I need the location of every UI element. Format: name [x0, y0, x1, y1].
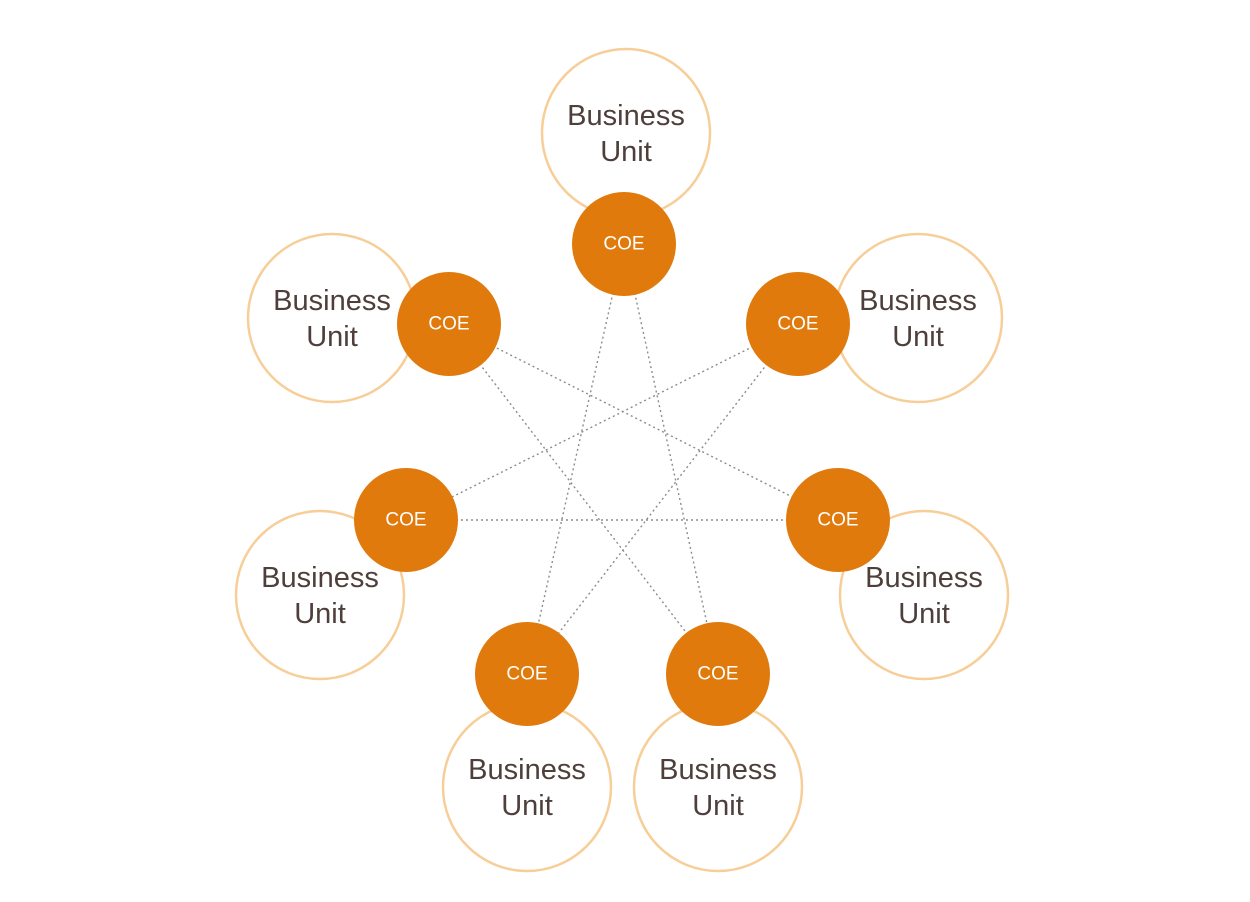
coe-node-top: COE [572, 192, 676, 296]
business-unit-label-line-1: Business [865, 562, 983, 594]
connector-line-upper-left-to-bottom-right [448, 323, 719, 675]
business-unit-label-line-1: Business [567, 100, 685, 132]
connector-lines [405, 243, 839, 675]
coe-label: COE [385, 510, 426, 531]
business-unit-label-line-1: Business [859, 285, 977, 317]
business-unit-circle [441, 701, 613, 873]
coe-circle [475, 622, 579, 726]
business-unit-circle [246, 232, 418, 404]
coe-nodes: COE COE COE COE COE COE COE [354, 192, 890, 726]
business-unit-circle [832, 232, 1004, 404]
coe-node-bottom-left: COE [475, 622, 579, 726]
business-unit-label-line-1: Business [659, 754, 777, 786]
business-unit-circle [838, 509, 1010, 681]
coe-circle [397, 272, 501, 376]
business-unit-label-line-1: Business [273, 285, 391, 317]
coe-node-upper-right: COE [746, 272, 850, 376]
coe-label: COE [428, 314, 469, 335]
coe-label: COE [777, 314, 818, 335]
business-unit-circle [234, 509, 406, 681]
coe-circle [572, 192, 676, 296]
connector-line-upper-right-to-bottom-left [526, 323, 799, 675]
business-unit-label-line-2: Unit [294, 598, 346, 630]
coe-circle [354, 468, 458, 572]
business-unit-circle [540, 47, 712, 219]
coe-label: COE [506, 664, 547, 685]
business-unit-label-line-2: Unit [892, 321, 944, 353]
connector-line-top-to-bottom-right [623, 243, 719, 675]
coe-circle [746, 272, 850, 376]
business-unit-label-line-2: Unit [898, 598, 950, 630]
coe-node-upper-left: COE [397, 272, 501, 376]
business-unit-label-line-2: Unit [501, 790, 553, 822]
business-unit-label-line-1: Business [468, 754, 586, 786]
business-unit-label-line-1: Business [261, 562, 379, 594]
business-unit-label-line-2: Unit [692, 790, 744, 822]
coe-node-lower-right: COE [786, 468, 890, 572]
connector-line-upper-right-to-lower-left [405, 323, 799, 521]
business-unit-label-line-2: Unit [306, 321, 358, 353]
coe-node-lower-left: COE [354, 468, 458, 572]
coe-circle [786, 468, 890, 572]
coe-label: COE [697, 664, 738, 685]
business-units: BusinessUnitBusinessUnitBusinessUnitBusi… [234, 47, 1010, 873]
coe-circle [666, 622, 770, 726]
coe-label: COE [603, 234, 644, 255]
business-unit-circle [632, 701, 804, 873]
coe-node-bottom-right: COE [666, 622, 770, 726]
coe-label: COE [817, 510, 858, 531]
connector-line-top-to-bottom-left [526, 243, 625, 675]
business-unit-label-line-2: Unit [600, 136, 652, 168]
